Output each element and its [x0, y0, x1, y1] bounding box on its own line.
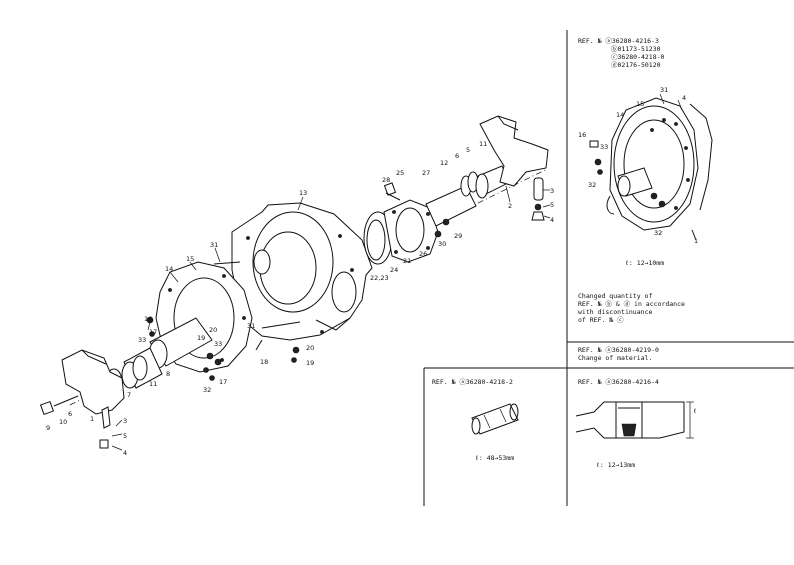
callout-6: 6 — [68, 410, 72, 418]
bushing-section-drawing: ℓ — [575, 401, 697, 439]
callout-10: 10 — [59, 418, 67, 426]
callout-28: 28 — [382, 176, 390, 184]
callout-16: 16 — [144, 315, 152, 323]
callout-19-upper: 19 — [197, 334, 205, 342]
callout-29: 29 — [454, 232, 462, 240]
main-callouts: 13 14 15 31 16 17 33 31 19 20 33 17 32 1… — [46, 140, 554, 457]
callout-1: 1 — [90, 415, 94, 423]
main-exploded-view — [39, 115, 549, 449]
inset-callout-15: 15 — [636, 100, 644, 108]
ref-mid-line-1: REF. № ⓐ36280-4219-0 — [578, 346, 659, 354]
left-yoke — [39, 349, 125, 449]
callout-32: 32 — [203, 386, 211, 394]
inset-callout-33: 33 — [600, 143, 608, 151]
callout-31: 31 — [210, 241, 218, 249]
callout-9: 9 — [46, 424, 50, 432]
changed-line-1: Changed quantity of — [578, 292, 652, 300]
inset-top-right: REF. № ⓐ36280-4216-3 ⓑ01173-51230 ⓒ36280… — [578, 37, 713, 362]
dim-top: ℓ: 12→10mm — [625, 259, 664, 267]
callout-7: 7 — [127, 391, 131, 399]
callout-4-left: 4 — [123, 449, 127, 457]
inset-callout-32b: 32 — [654, 229, 662, 237]
callout-3: 3 — [550, 187, 554, 195]
ref-top-line-2: ⓑ01173-51230 — [611, 45, 661, 53]
inset-bottom-middle: REF. № ⓐ36280-4218-2 ℓ: 48→53mm — [432, 378, 519, 462]
ref-mid-line-2: Change of material. — [578, 354, 652, 362]
inset-callout-4: 4 — [682, 94, 686, 102]
callout-4: 4 — [550, 216, 554, 224]
callout-20: 20 — [306, 344, 314, 352]
callout-25: 25 — [396, 169, 404, 177]
callout-14: 14 — [165, 265, 173, 273]
callout-12: 12 — [440, 159, 448, 167]
ell-mark: ℓ — [693, 407, 697, 415]
callout-17: 17 — [219, 378, 227, 386]
inset-callout-32: 32 — [588, 181, 596, 189]
callout-15: 15 — [186, 255, 194, 263]
small-fasteners-left — [146, 261, 301, 381]
callout-13: 13 — [299, 189, 307, 197]
dim-box-left: ℓ: 48→53mm — [475, 454, 514, 462]
callout-2: 2 — [508, 202, 512, 210]
callout-33: 33 — [138, 336, 146, 344]
callout-20-upper: 20 — [209, 326, 217, 334]
dim-box-right: ℓ: 12→13mm — [596, 461, 635, 469]
callout-6-right: 6 — [455, 152, 459, 160]
ref-top-line-3: ⓒ36280-4218-0 — [611, 53, 665, 61]
callout-18: 18 — [260, 358, 268, 366]
changed-line-4: of REF. № ⓒ — [578, 316, 624, 324]
callout-5-left: 5 — [123, 432, 127, 440]
callout-11: 11 — [149, 380, 157, 388]
callout-5-right-top: 5 — [466, 146, 470, 154]
callout-33-right: 33 — [214, 340, 222, 348]
ref-box-right: REF. № ⓐ36280-4216-4 — [578, 378, 659, 386]
callout-24: 24 — [390, 266, 398, 274]
leader-lines — [111, 185, 551, 451]
callout-22-23: 22,23 — [370, 274, 389, 282]
inset-callout-14: 14 — [616, 111, 624, 119]
callout-26: 26 — [419, 250, 427, 258]
inset-callout-16: 16 — [578, 131, 586, 139]
callout-8: 8 — [166, 370, 170, 378]
inset-callout-1: 1 — [694, 237, 698, 245]
callout-11-right: 11 — [479, 140, 487, 148]
ref-top-line-4: ⓓ02176-50120 — [611, 61, 661, 69]
ref-box-left: REF. № ⓐ36280-4218-2 — [432, 378, 513, 386]
inset-frames — [423, 30, 794, 506]
changed-line-2: REF. № ⓑ & ⓓ in accordance — [578, 300, 685, 308]
callout-27: 27 — [422, 169, 430, 177]
inset-callout-31: 31 — [660, 86, 668, 94]
callout-30: 30 — [438, 240, 446, 248]
callout-5: 5 — [550, 201, 554, 209]
callout-31-lower: 31 — [247, 322, 255, 330]
changed-line-3: with discontinuance — [578, 308, 652, 316]
callout-17-left: 17 — [149, 328, 157, 336]
callout-21: 21 — [403, 257, 411, 265]
pin-drawing — [471, 403, 519, 435]
inset-bottom-right: REF. № ⓐ36280-4216-4 ℓ ℓ: 12→13mm — [575, 378, 697, 469]
inset-cover-drawing — [589, 93, 713, 241]
callout-19: 19 — [306, 359, 314, 367]
housing-13 — [231, 202, 373, 341]
ref-top-line-1: REF. № ⓐ36280-4216-3 — [578, 37, 659, 45]
callout-3-left: 3 — [123, 417, 127, 425]
right-side-assembly — [363, 115, 549, 265]
